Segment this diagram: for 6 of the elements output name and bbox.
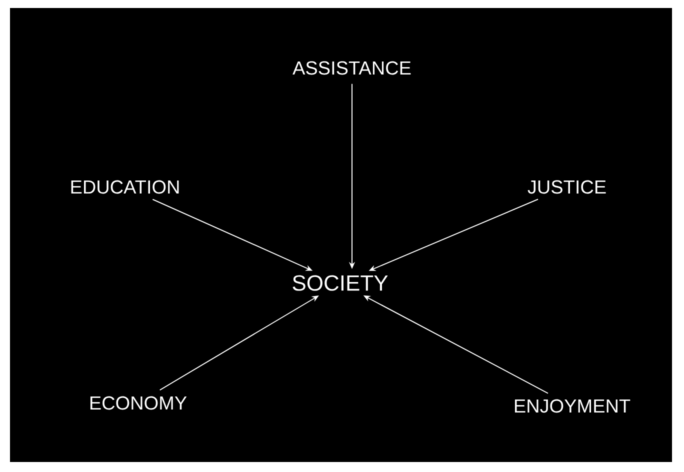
word-label: ASSISTANCE	[292, 61, 411, 75]
word-label: SOCIETY	[292, 275, 388, 291]
word-label: JUSTICE	[528, 180, 606, 194]
word-label: ECONOMY	[90, 396, 187, 410]
word-label: EDUCATION	[71, 180, 179, 194]
word-label: ENJOYMENT	[514, 399, 630, 413]
